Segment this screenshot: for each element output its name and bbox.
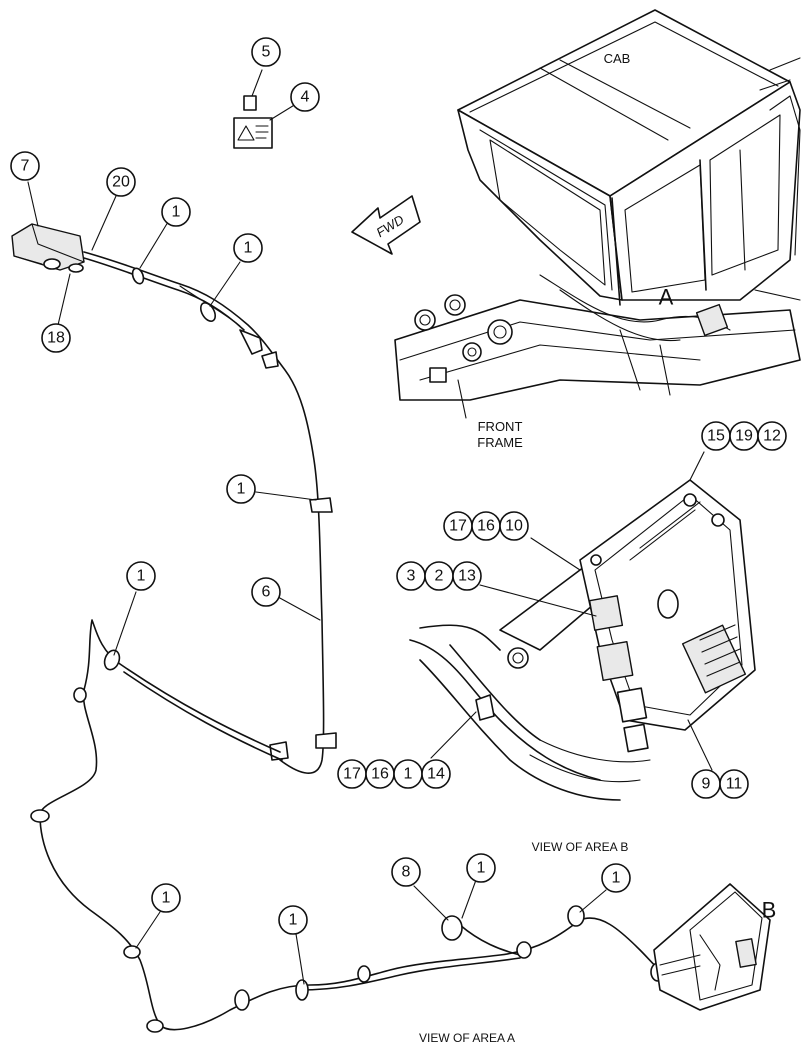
- svg-text:17: 17: [343, 766, 361, 783]
- callout-1-lower-a: 1: [466, 853, 496, 883]
- callout-1-upper-a: 1: [161, 197, 191, 227]
- callout-17-b: 17: [337, 759, 367, 789]
- callout-7: 7: [10, 151, 40, 181]
- callout-18: 18: [41, 323, 71, 353]
- callout-1-left: 1: [126, 561, 156, 591]
- svg-text:8: 8: [402, 864, 411, 881]
- svg-text:9: 9: [702, 776, 711, 793]
- svg-text:18: 18: [47, 330, 65, 347]
- svg-text:2: 2: [435, 568, 444, 585]
- svg-text:14: 14: [427, 766, 445, 783]
- front-frame-label-line1: FRONT: [478, 419, 523, 434]
- callout-3: 3: [396, 561, 426, 591]
- svg-text:1: 1: [162, 890, 171, 907]
- svg-text:16: 16: [477, 518, 495, 535]
- svg-text:1: 1: [612, 870, 621, 887]
- svg-text:12: 12: [763, 428, 781, 445]
- callout-11: 11: [719, 769, 749, 799]
- callout-1-ecm: 1: [393, 759, 423, 789]
- callout-19: 19: [729, 421, 759, 451]
- ecm-detail: VIEW OF AREA B: [409, 479, 756, 854]
- callout-5: 5: [251, 37, 281, 67]
- svg-text:13: 13: [458, 568, 476, 585]
- svg-text:5: 5: [262, 44, 271, 61]
- callout-2: 2: [424, 561, 454, 591]
- view-area-a-caption: VIEW OF AREA A: [419, 1031, 515, 1045]
- fwd-arrow: FWD: [351, 195, 421, 255]
- svg-text:10: 10: [505, 518, 523, 535]
- lower-harness: B: [30, 619, 777, 1033]
- callout-1-lower-c: 1: [151, 883, 181, 913]
- front-frame-label-line2: FRAME: [477, 435, 523, 450]
- upper-harness: [11, 223, 337, 774]
- callout-16-a: 16: [471, 511, 501, 541]
- svg-text:1: 1: [244, 240, 253, 257]
- callout-14: 14: [421, 759, 451, 789]
- callout-1-lower-d: 1: [278, 905, 308, 935]
- svg-text:1: 1: [237, 481, 246, 498]
- cab-label: CAB: [604, 51, 631, 66]
- callout-1-lower-b: 1: [601, 863, 631, 893]
- area-a-label: A: [659, 285, 674, 310]
- svg-text:1: 1: [404, 766, 413, 783]
- callout-15: 15: [701, 421, 731, 451]
- callout-1-mid: 1: [226, 474, 256, 504]
- svg-text:1: 1: [289, 912, 298, 929]
- callout-4: 4: [290, 82, 320, 112]
- cab-machine: CAB A FRONT FRAME: [394, 9, 801, 450]
- svg-text:7: 7: [21, 158, 30, 175]
- callout-16-b: 16: [365, 759, 395, 789]
- callout-17-a: 17: [443, 511, 473, 541]
- svg-text:16: 16: [371, 766, 389, 783]
- decals: [233, 69, 297, 149]
- area-b-label: B: [762, 898, 777, 923]
- callout-20: 20: [106, 167, 136, 197]
- svg-text:6: 6: [262, 584, 271, 601]
- svg-text:4: 4: [301, 89, 310, 106]
- svg-text:3: 3: [407, 568, 416, 585]
- svg-text:15: 15: [707, 428, 725, 445]
- svg-text:1: 1: [137, 568, 146, 585]
- svg-text:1: 1: [477, 860, 486, 877]
- callout-1-upper-b: 1: [233, 233, 263, 263]
- svg-text:20: 20: [112, 174, 130, 191]
- callout-8: 8: [391, 857, 421, 887]
- svg-text:11: 11: [726, 776, 743, 793]
- callout-9: 9: [691, 769, 721, 799]
- view-area-b-caption: VIEW OF AREA B: [532, 840, 629, 854]
- callout-10: 10: [499, 511, 529, 541]
- leader-lines: [27, 181, 713, 985]
- callout-6: 6: [251, 577, 281, 607]
- callout-13: 13: [452, 561, 482, 591]
- svg-text:19: 19: [735, 428, 753, 445]
- svg-text:17: 17: [449, 518, 467, 535]
- svg-text:1: 1: [172, 204, 181, 221]
- callout-12: 12: [757, 421, 787, 451]
